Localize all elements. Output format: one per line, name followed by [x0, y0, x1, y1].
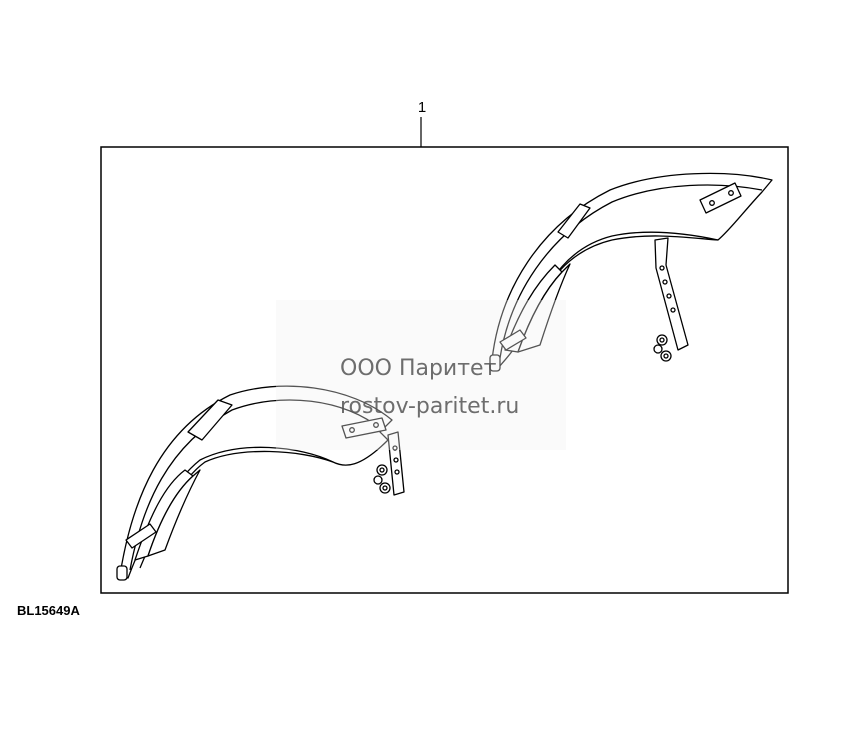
watermark-website: rostov-paritet.ru	[340, 394, 520, 419]
callout-number: 1	[417, 99, 427, 116]
right-fender-skirt-2	[517, 263, 571, 353]
right-fender-top-plate	[557, 203, 591, 239]
right-fender-front-bracket	[499, 329, 527, 351]
right-strut-bolts	[653, 334, 672, 362]
left-plate-hole-2	[373, 422, 379, 428]
right-fender-inner-edge	[499, 184, 763, 359]
right-plate-hole-1	[709, 200, 715, 206]
left-fender-support-strut	[387, 431, 405, 496]
left-plate-hole-1	[349, 427, 355, 433]
right-fender-tip	[489, 354, 501, 372]
left-strut-hole-2	[393, 457, 399, 463]
watermark-backing	[276, 300, 566, 450]
left-fender	[116, 385, 405, 581]
left-strut-hole-1	[392, 445, 398, 451]
watermark-company-name: ООО Паритет	[340, 356, 497, 381]
left-fender-tip	[116, 565, 128, 581]
right-strut-hole-4	[670, 307, 676, 313]
right-strut-hole-2	[662, 279, 668, 285]
right-fender-support-strut	[654, 237, 689, 351]
left-fender-shell	[119, 385, 393, 579]
right-strut-hole-1	[659, 265, 665, 271]
figure-id-label: BL15649A	[17, 603, 80, 618]
right-fender	[489, 172, 773, 372]
illustration-frame	[100, 146, 789, 594]
left-fender-top-plate	[187, 399, 233, 441]
left-fender-front-bracket	[125, 523, 157, 549]
left-strut-bolts	[373, 464, 391, 494]
left-fender-skirt-2	[147, 469, 201, 557]
left-strut-hole-3	[394, 469, 400, 475]
right-strut-hole-3	[666, 293, 672, 299]
left-fender-inner-edge	[129, 399, 383, 571]
right-plate-hole-2	[728, 190, 734, 196]
